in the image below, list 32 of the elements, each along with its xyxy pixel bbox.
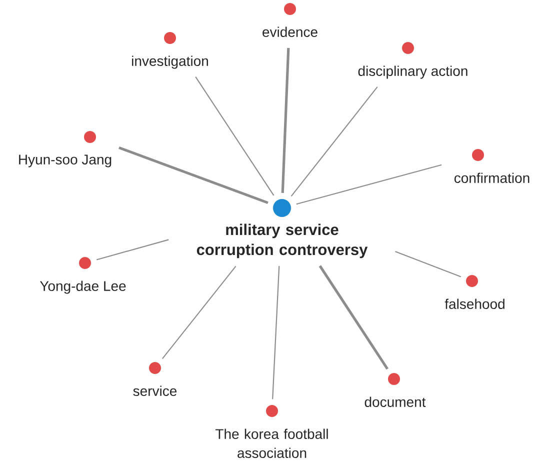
node-label: Hyun-soo Jang — [19, 154, 112, 168]
connector-line — [96, 239, 169, 260]
term-node: service — [133, 362, 177, 396]
connector-line — [290, 86, 378, 197]
connector-line — [272, 266, 280, 400]
connector-line — [318, 265, 389, 370]
term-node: confirmation — [454, 149, 530, 184]
node-label: investigation — [132, 56, 208, 69]
connector-line — [118, 146, 268, 204]
term-node: The korea football association — [216, 405, 328, 458]
node-label: disciplinary action — [358, 66, 468, 79]
node-label: service — [133, 386, 177, 396]
connector-line — [296, 164, 442, 205]
term-node: investigation — [132, 32, 208, 69]
term-node: Yong-dae Lee — [40, 257, 126, 294]
node-label: document — [364, 396, 426, 408]
node-label: The korea football association — [216, 428, 328, 458]
term-node: Hyun-soo Jang — [19, 131, 112, 168]
node-label: evidence — [262, 26, 318, 38]
term-node: falsehood — [444, 275, 504, 309]
connector-line — [395, 250, 462, 278]
term-node: evidence — [262, 3, 318, 38]
connector-line — [281, 48, 290, 193]
node-label: military service corruption controversy — [196, 224, 368, 258]
connector-line — [195, 76, 274, 196]
node-label: Yong-dae Lee — [40, 280, 126, 294]
node-label: confirmation — [454, 172, 530, 184]
connector-line — [162, 266, 236, 360]
term-node: document — [364, 373, 426, 407]
term-node: disciplinary action — [358, 42, 468, 79]
topic-node: military service corruption controversy — [196, 199, 368, 258]
node-label: falsehood — [444, 298, 504, 310]
